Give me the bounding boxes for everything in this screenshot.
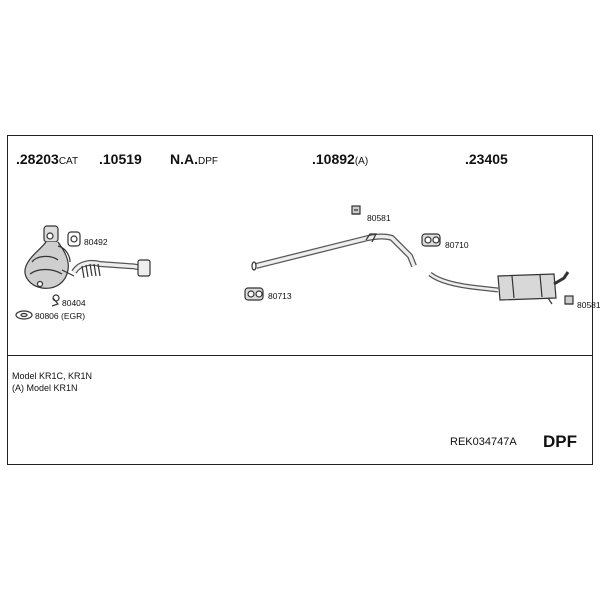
middle-pipe-drawing [251,233,417,271]
clip-80404-drawing [51,294,60,307]
label-clamp-80710: 80710 [445,240,469,250]
part-number-rear-silencer: .23405 [465,151,508,167]
part-number-flex-pipe: .10519 [99,151,142,167]
notes-divider [7,355,593,356]
part-number-dpf: N.A.DPF [170,151,218,167]
kit-reference-number: REK034747A [450,436,517,448]
clamp-80713-drawing [244,287,264,301]
part-number-catalyst: .28203CAT [16,151,79,167]
model-note-line1: Model KR1C, KR1N [12,371,93,381]
clamp-80710-drawing [421,233,441,247]
label-clip-80404: 80404 [62,298,86,308]
model-note-line2: (A) Model KR1N [12,383,78,393]
hanger-80581-right-drawing [564,295,574,305]
diagram-frame [7,135,593,465]
label-gasket-80492: 80492 [84,237,108,247]
hanger-80581-top-drawing [351,205,361,215]
gasket-80806-drawing [15,310,33,320]
label-hanger-80581-top: 80581 [367,213,391,223]
label-gasket-80806: 80806 (EGR) [35,311,86,321]
catalyst-drawing [24,225,75,289]
dpf-tag: DPF [543,432,577,451]
flex-pipe-drawing [71,259,151,279]
gasket-80492-drawing [67,231,81,247]
rear-silencer-drawing [428,271,570,305]
label-hanger-80581-right: 80581 [577,300,600,310]
part-number-middle-pipe: .10892(A) [312,151,369,167]
label-clamp-80713: 80713 [268,291,292,301]
